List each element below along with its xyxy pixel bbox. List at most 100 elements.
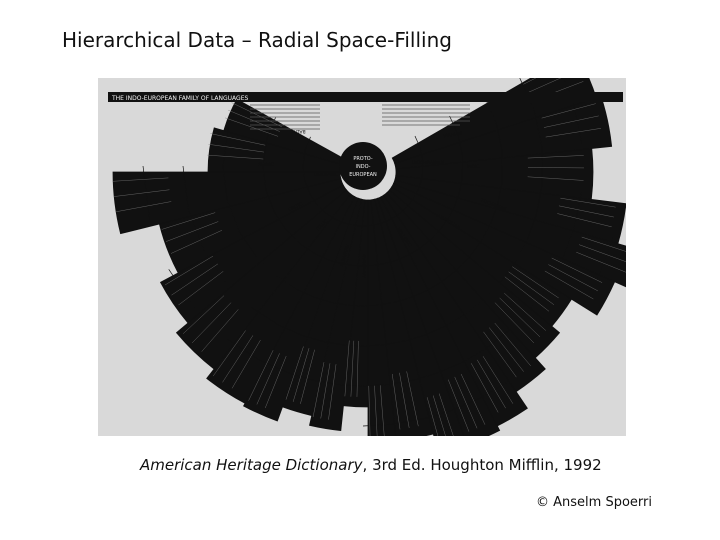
ring-division	[413, 190, 419, 198]
ring-division	[458, 178, 463, 194]
ring-division	[441, 269, 457, 283]
spoke-shadow	[158, 178, 344, 274]
ring-division	[418, 240, 431, 250]
ring-division	[457, 135, 463, 156]
ring-division	[362, 344, 382, 347]
root-node	[339, 142, 387, 190]
entry-rule	[161, 212, 216, 230]
entry-rule	[356, 340, 359, 397]
ring-division	[352, 265, 364, 267]
ring-division	[481, 222, 492, 241]
ring-division	[396, 210, 404, 217]
branch-label: IRANIAN	[443, 130, 462, 139]
entry-rule	[406, 371, 419, 427]
entry-rule	[225, 117, 279, 137]
entry-rule	[527, 78, 562, 93]
caption: American Heritage Dictionary, 3rd Ed. Ho…	[140, 456, 602, 474]
ring-division	[449, 115, 459, 136]
ring-division	[226, 199, 240, 232]
ring-division	[490, 204, 498, 224]
ring-division	[224, 281, 253, 309]
spoke-shadow	[367, 199, 397, 436]
entry-rule	[527, 155, 584, 159]
entry-rule	[191, 302, 232, 344]
entry-rule	[504, 292, 546, 331]
entry-rule	[543, 115, 599, 128]
figure-image: THE INDO-EUROPEAN FAMILY OF LANGUAGES PR…	[98, 78, 626, 436]
ring-division	[495, 122, 503, 152]
entry-rule	[448, 379, 470, 432]
spoke-shadow	[112, 171, 342, 235]
ring-division	[304, 180, 311, 195]
entry-rule	[208, 144, 265, 153]
ring-division	[429, 230, 440, 241]
entry-rule	[328, 364, 337, 420]
entry-rule	[483, 331, 517, 378]
entry-rule	[482, 356, 514, 404]
entry-rule	[523, 78, 537, 85]
fan-shadow-layer	[112, 78, 626, 436]
slide-title: Hierarchical Data – Radial Space-Filling	[62, 28, 452, 52]
ring-division	[483, 281, 502, 301]
entry-rule	[312, 362, 325, 418]
entry-rule	[426, 397, 439, 436]
ring-division	[340, 263, 353, 266]
entry-rule	[350, 340, 355, 397]
entry-rule	[581, 236, 626, 252]
ring-division	[278, 324, 302, 336]
ring-division	[456, 255, 471, 271]
entry-rule	[231, 102, 283, 128]
ring-division	[426, 281, 442, 292]
branch-label: ARMENIAN	[362, 254, 368, 278]
ring-division	[315, 253, 329, 261]
fan-sectors-layer	[112, 78, 626, 436]
ring-division	[301, 334, 323, 342]
ring-division	[301, 244, 317, 255]
spoke-shadow	[175, 189, 352, 370]
entry-rule	[557, 213, 612, 228]
spoke-shadow	[377, 196, 501, 436]
branch-label: CELTIC	[287, 201, 303, 213]
ring-division	[362, 265, 374, 267]
left-text-block	[250, 104, 320, 130]
entry-rule	[471, 363, 499, 413]
ring-division	[322, 341, 345, 346]
entry-rule	[399, 372, 410, 428]
spoke-shadow	[342, 199, 369, 408]
header-bar	[108, 92, 623, 102]
branch-label: INDO-IRANIAN	[412, 160, 444, 166]
ring-division	[410, 290, 427, 298]
ring-division	[286, 230, 302, 246]
entry-rule	[380, 385, 385, 436]
ring-division	[406, 334, 425, 341]
ring-division	[390, 215, 397, 220]
entry-rule	[164, 255, 214, 286]
entry-rule	[285, 346, 304, 400]
entry-rule	[560, 197, 616, 208]
entry-rule	[438, 393, 454, 436]
ring-division	[325, 212, 336, 220]
entry-rule	[545, 128, 602, 138]
ring-division	[262, 138, 268, 167]
ring-division	[362, 384, 387, 387]
spoke-shadow	[370, 198, 434, 436]
entry-rule	[207, 154, 264, 160]
ring-division	[265, 190, 276, 214]
ring-division	[462, 348, 487, 363]
ring-division	[416, 372, 439, 380]
ring-division	[383, 219, 391, 223]
ring-division	[302, 149, 306, 167]
entry-rule	[116, 201, 172, 212]
entry-rule	[265, 355, 287, 409]
ring-division	[444, 314, 464, 327]
spoke-shadow	[395, 148, 594, 200]
caption-edition: , 3rd Ed. Houghton Mifflin, 1992	[362, 456, 602, 474]
spoke-shadow	[243, 196, 359, 422]
entry-rule	[320, 363, 331, 419]
ring-division	[342, 222, 350, 225]
entry-rule	[392, 373, 401, 430]
branch-label: SLAVIC	[258, 162, 274, 168]
ring-division	[417, 182, 422, 191]
ring-division	[500, 261, 516, 282]
ring-division	[533, 110, 543, 148]
